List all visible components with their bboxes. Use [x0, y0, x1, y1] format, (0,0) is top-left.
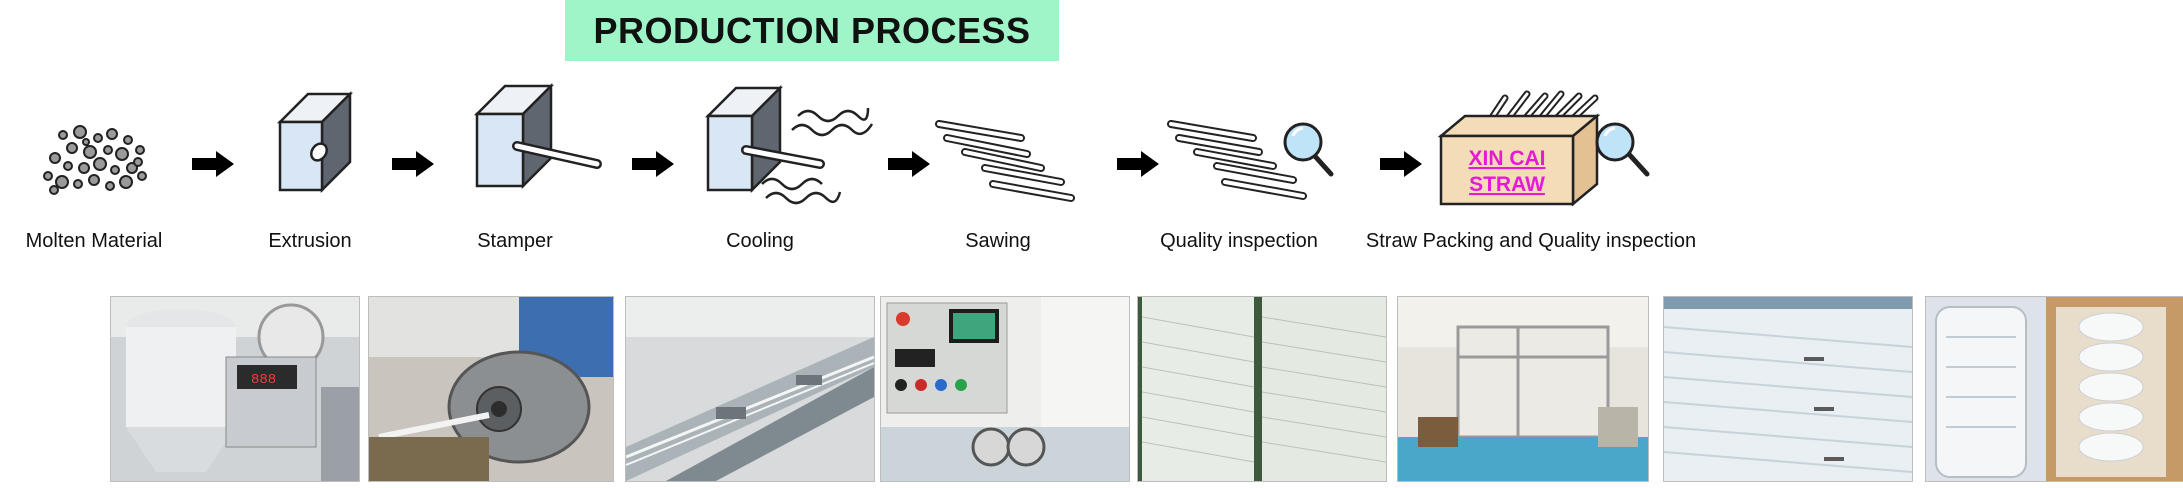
step-label: Molten Material [25, 230, 163, 252]
step-label: Quality inspection [1160, 230, 1318, 252]
pellets-icon [43, 125, 147, 195]
cooling-icon [704, 84, 874, 205]
extruder-die-icon [276, 90, 354, 194]
photo-cooling-trough [625, 296, 875, 482]
step-label: Extrusion [268, 230, 352, 252]
photo-strip: 888 [0, 290, 2183, 488]
photo-packing-box [1925, 296, 2183, 482]
step-cooling: Cooling [700, 80, 880, 270]
sawn-straws-icon [935, 120, 1075, 202]
box-brand-line1: XIN CAI [1468, 147, 1545, 170]
arrow-right-icon [888, 151, 930, 177]
magnifier-icon [1283, 122, 1334, 177]
arrow-right-icon [1117, 151, 1159, 177]
step-quality-inspection: Quality inspection [1160, 80, 1345, 270]
straws-inspection-icon [1167, 120, 1334, 200]
page-title: PRODUCTION PROCESS [593, 9, 1031, 51]
step-label: Straw Packing and Quality inspection [1365, 230, 1697, 252]
arrow-right-icon [632, 151, 674, 177]
step-label: Stamper [477, 230, 553, 252]
process-flow: Molten Material Extrusion Stamper [0, 80, 2183, 270]
photo-extruder [368, 296, 614, 482]
magnifier-icon [1595, 122, 1650, 177]
arrow-right-icon [392, 151, 434, 177]
arrow-right-icon [192, 151, 234, 177]
step-packing-inspection: XIN CAI STRAW Straw Packing and Quality … [1355, 80, 1735, 270]
step-sawing: Sawing [935, 80, 1095, 270]
step-label: Sawing [965, 230, 1031, 252]
step-molten-material: Molten Material [0, 80, 190, 270]
arrow-right-icon [1380, 151, 1422, 177]
photo-material-dryer: 888 [110, 296, 360, 482]
svg-text:888: 888 [251, 372, 276, 388]
packing-box-icon: XIN CAI STRAW [1437, 90, 1650, 207]
box-brand-line2: STRAW [1469, 173, 1545, 196]
photo-sawn-straws [1137, 296, 1387, 482]
photo-control-panel [880, 296, 1130, 482]
stamper-icon [473, 82, 602, 190]
step-stamper: Stamper [465, 80, 615, 270]
step-label: Cooling [726, 230, 794, 252]
photo-straw-bundles [1663, 296, 1913, 482]
step-extrusion: Extrusion [255, 80, 385, 270]
photo-inspection-machine [1397, 296, 1649, 482]
title-banner: PRODUCTION PROCESS [565, 0, 1059, 61]
